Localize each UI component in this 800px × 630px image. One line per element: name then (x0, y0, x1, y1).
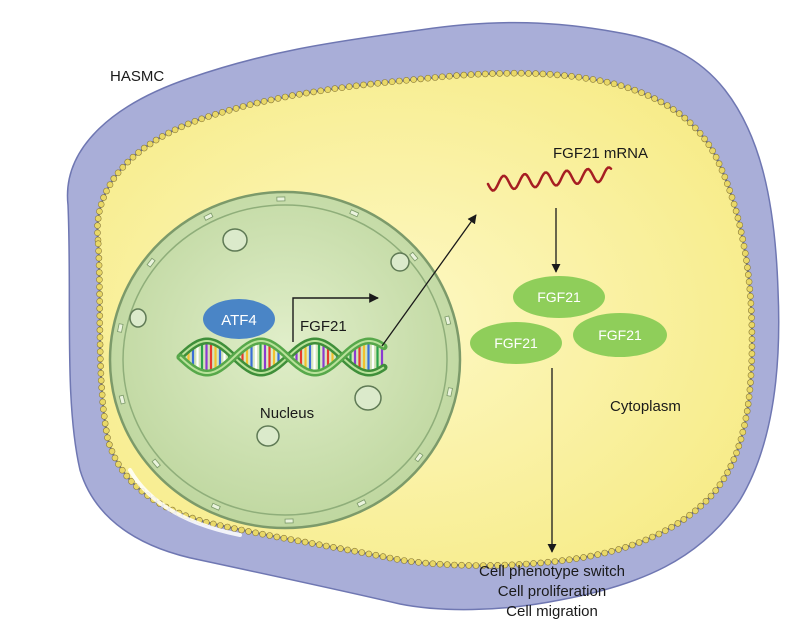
atf4-protein (203, 299, 275, 339)
transcription-arrow (292, 293, 379, 342)
gene-label: FGF21 (300, 318, 347, 335)
nucleus-label: Nucleus (260, 405, 314, 422)
mrna-label: FGF21 mRNA (553, 145, 648, 162)
outcome-phenotype-switch: Cell phenotype switch (479, 563, 625, 580)
nuclear-pores (117, 196, 453, 524)
export-arrow (381, 214, 477, 347)
fgf21-protein-right-label: FGF21 (598, 327, 642, 343)
fgf21-protein-top (513, 276, 605, 318)
fgf21-protein-right (573, 313, 667, 357)
nucleus-inner-membrane (122, 204, 448, 516)
cell-membrane (94, 69, 756, 569)
nucleus-vesicles (129, 228, 410, 447)
dna-helix (176, 337, 388, 377)
outcome-proliferation: Cell proliferation (498, 583, 606, 600)
outcome-migration: Cell migration (506, 603, 598, 620)
cytoplasm-highlight (128, 468, 242, 537)
atf4-label: ATF4 (221, 312, 257, 329)
fgf21-mrna (486, 166, 613, 192)
cytoplasm-label: Cytoplasm (610, 398, 681, 415)
fgf21-protein-top-label: FGF21 (537, 289, 581, 305)
fgf21-protein-left (470, 322, 562, 364)
fgf21-protein-left-label: FGF21 (494, 335, 538, 351)
cell-type-label: HASMC (110, 68, 164, 85)
